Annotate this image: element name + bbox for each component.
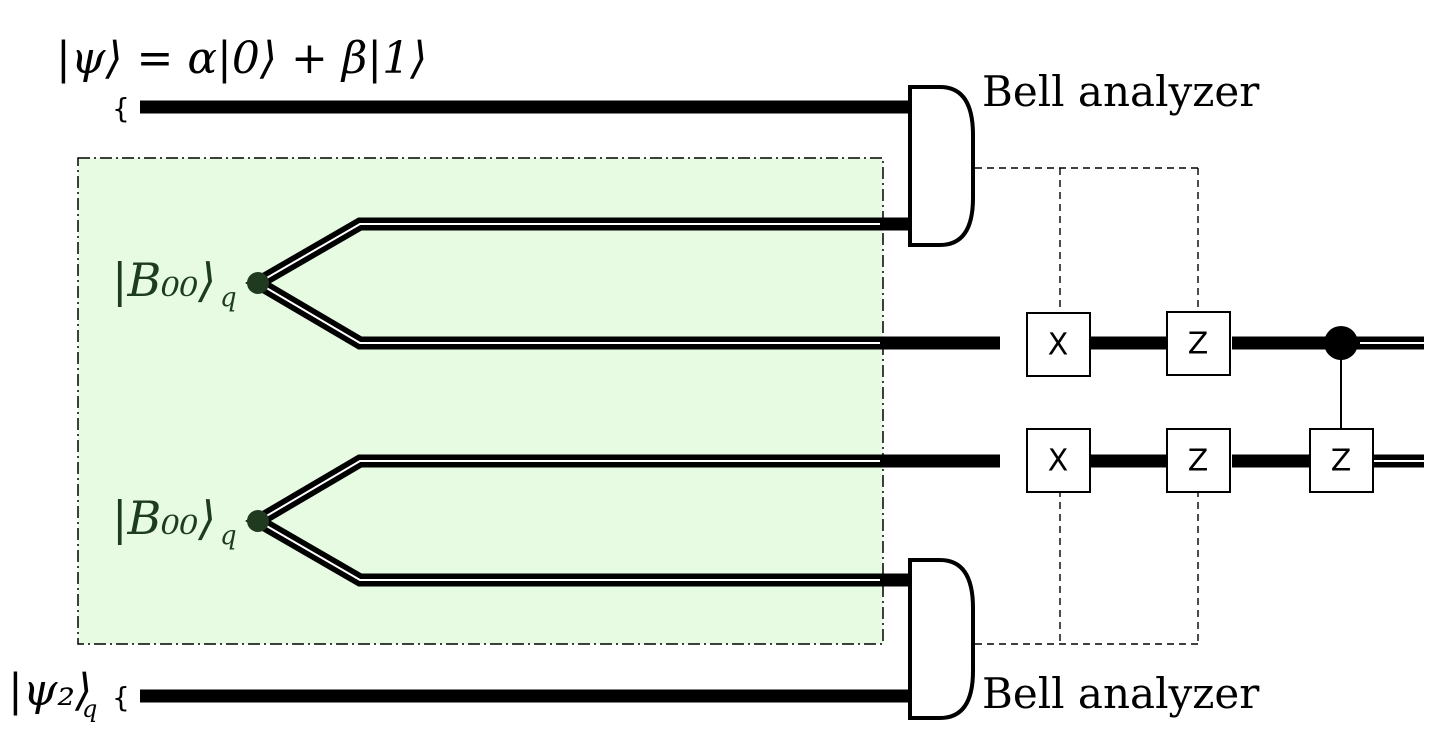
bell-analyzer-bottom-label: Bell analyzer [982, 669, 1260, 718]
bell-pair-2-label: |B₀₀⟩ [112, 491, 216, 545]
gate-upper-x-label: X [1048, 328, 1069, 363]
gate-lower-z: Z [1166, 428, 1231, 493]
gate-upper-z: Z [1166, 311, 1231, 376]
classical-lines-top [975, 167, 1199, 314]
bell-pair-1-source-node [247, 272, 269, 294]
bell-pair-1-subscript: q [220, 283, 237, 313]
bell-pair-2-subscript: q [220, 521, 237, 551]
bell-analyzer-bottom [908, 558, 975, 720]
gate-controlled-z-label: Z [1331, 444, 1352, 479]
output-state-label: |ψ₂⟩ [8, 665, 92, 716]
gate-controlled-z: Z [1309, 428, 1374, 493]
gate-lower-x: X [1026, 428, 1091, 493]
output-brace: { [112, 681, 130, 714]
gate-upper-z-label: Z [1188, 327, 1209, 362]
bell-analyzer-top-label: Bell analyzer [982, 67, 1260, 116]
bell-pair-1-label: |B₀₀⟩ [112, 253, 216, 307]
input-brace: { [112, 92, 130, 125]
gate-lower-x-label: X [1048, 444, 1069, 479]
classical-lines-bottom [975, 490, 1199, 645]
bell-analyzer-top [908, 85, 975, 247]
control-dot [1324, 326, 1358, 360]
input-state-label: |ψ⟩ = α|0⟩ + β|1⟩ [56, 33, 427, 84]
output-state-subscript: q [82, 695, 97, 723]
entanglement-source-region [77, 157, 884, 645]
bell-pair-2-source-node [247, 510, 269, 532]
gate-upper-x: X [1026, 312, 1091, 377]
gate-lower-z-label: Z [1188, 444, 1209, 479]
